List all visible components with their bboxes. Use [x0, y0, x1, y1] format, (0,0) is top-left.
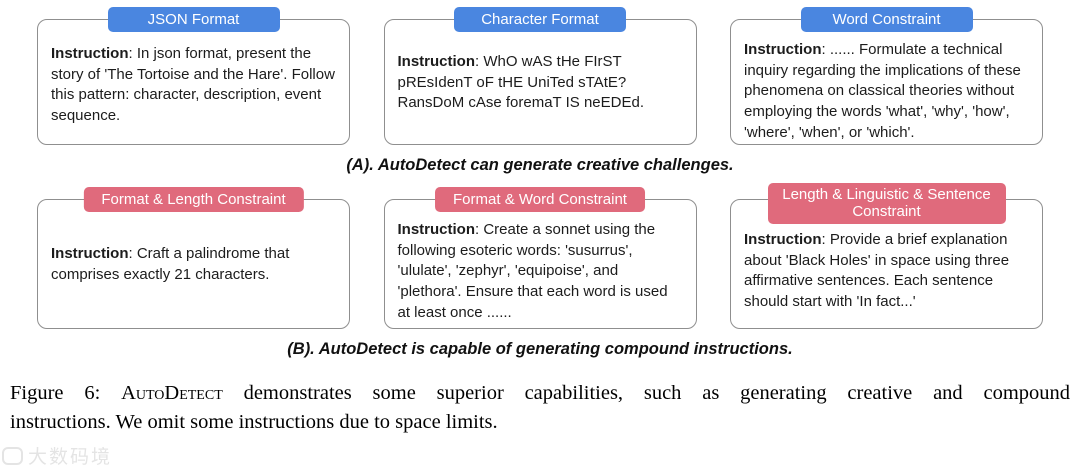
instruction-label: Instruction: [397, 52, 476, 70]
instruction-body: : ...... Formulate a technical inquiry r…: [744, 41, 1021, 141]
panel-b-cards: Format & Length Constraint Instruction: …: [0, 183, 1080, 329]
panel-b-caption: (B). AutoDetect is capable of generating…: [287, 340, 793, 358]
category-tag: Format & Word Constraint: [435, 187, 645, 213]
category-tag: Format & Length Constraint: [83, 187, 304, 213]
instruction-body: : Provide a brief explanation about 'Bla…: [744, 231, 1010, 311]
card-word-constraint: Word Constraint Instruction: ...... Form…: [730, 7, 1043, 145]
instruction-label: Instruction: [397, 221, 476, 238]
instruction-body: : WhO wAS tHe FIrST pREsIdenT oF tHE Uni…: [397, 52, 645, 112]
category-tag: Character Format: [454, 7, 626, 33]
instruction-text: Instruction: Provide a brief explanation…: [731, 200, 1042, 328]
instruction-text: Instruction: Craft a palindrome that com…: [38, 200, 349, 328]
card-format-length-constraint: Format & Length Constraint Instruction: …: [37, 187, 350, 329]
figure-caption-line1: Figure 6: AutoDetect demonstrates some s…: [10, 380, 1070, 407]
watermark: 大数码境: [2, 442, 112, 469]
instruction-label: Instruction: [51, 245, 129, 263]
figure-number: Figure 6:: [10, 382, 122, 404]
panel-a-caption: (A). AutoDetect can generate creative ch…: [346, 156, 734, 174]
instruction-body: : In json format, present the story of '…: [51, 45, 335, 125]
instruction-text: Instruction: WhO wAS tHe FIrST pREsIdenT…: [385, 20, 696, 144]
panel-a-cards: JSON Format Instruction: In json format,…: [0, 7, 1080, 145]
card-json-format: JSON Format Instruction: In json format,…: [37, 7, 350, 145]
instruction-text: Instruction: ...... Formulate a technica…: [731, 20, 1042, 144]
figure-caption: Figure 6: AutoDetect demonstrates some s…: [10, 380, 1070, 437]
instruction-text: Instruction: In json format, present the…: [38, 20, 349, 144]
card-format-word-constraint: Format & Word Constraint Instruction: Cr…: [383, 187, 697, 329]
card-character-format: Character Format Instruction: WhO wAS tH…: [383, 7, 697, 145]
category-tag: Word Constraint: [800, 7, 973, 33]
instruction-label: Instruction: [744, 231, 822, 248]
autodetect-brand: AutoDetect: [121, 382, 223, 404]
instruction-body: : Create a sonnet using the following es…: [397, 221, 668, 321]
category-tag: JSON Format: [107, 7, 280, 33]
category-tag: Length & Linguistic & Sentence Constrain…: [767, 183, 1006, 224]
instruction-label: Instruction: [51, 45, 129, 62]
card-length-linguistic-sentence-constraint: Length & Linguistic & Sentence Constrain…: [730, 183, 1043, 329]
figure-caption-text: demonstrates some superior capabilities,…: [222, 382, 1071, 404]
watermark-logo-icon: [2, 446, 23, 465]
instruction-label: Instruction: [744, 41, 822, 58]
instruction-text: Instruction: Create a sonnet using the f…: [385, 200, 696, 328]
figure-caption-line2: instructions. We omit some instructions …: [10, 411, 498, 434]
instruction-body: : Craft a palindrome that comprises exac…: [51, 245, 290, 283]
watermark-text: 大数码境: [28, 447, 113, 468]
